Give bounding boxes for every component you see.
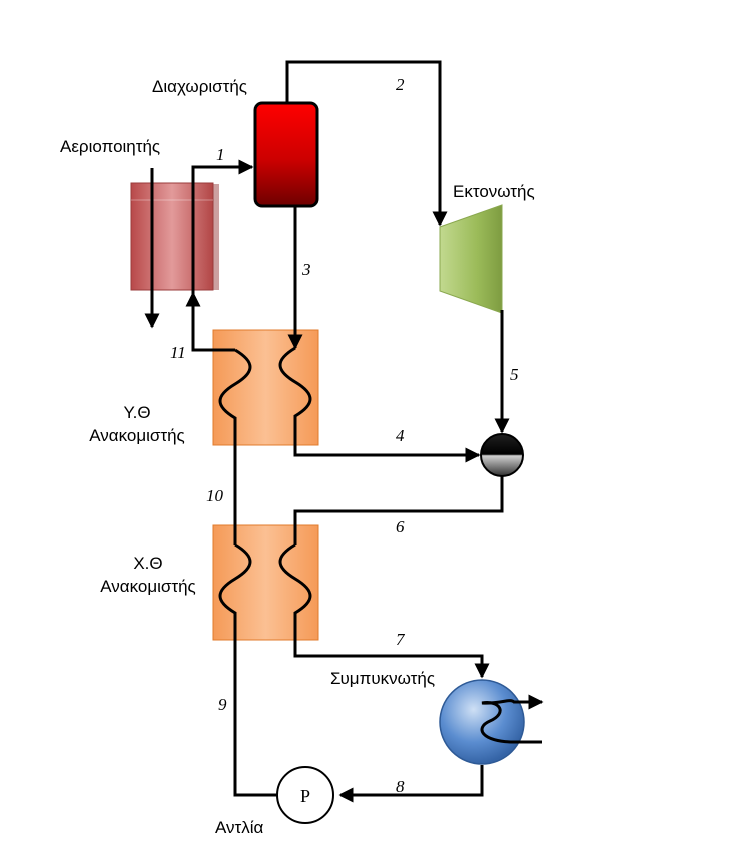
gasifier [130,182,219,291]
condenser-label: Συμπυκνωτής [330,669,435,688]
lt-recuperator-label-line2: Ανακομιστής [100,577,196,596]
condenser [439,679,544,765]
lt-recuperator-label-line1: Χ.Θ [133,554,162,573]
stream-number-1: 1 [216,145,225,164]
stream-7-pipe [293,625,490,679]
pump: P [276,766,334,824]
stream-1-pipe [191,159,254,300]
expander-label: Εκτονωτής [453,182,535,201]
stream-number-3: 3 [301,260,311,279]
stream-number-8: 8 [396,777,405,796]
expander [439,204,503,314]
stream-number-9: 9 [218,695,227,714]
stream-11-pipe [185,291,235,352]
stream-number-2: 2 [396,75,405,94]
lt-recuperator-coil-hot [278,543,312,625]
separator [253,101,319,208]
condenser-coil [480,694,544,744]
stream-4-pipe [293,430,481,463]
stream-number-5: 5 [510,365,519,384]
stream-8-pipe [338,765,484,803]
stream-number-7: 7 [396,630,406,649]
ht-recuperator-label-line2: Ανακομιστής [89,426,185,445]
separator-label: Διαχωριστής [152,77,247,96]
ht-recuperator-label-line1: Υ.Θ [123,403,150,422]
pump-symbol: P [300,786,310,806]
stream-number-4: 4 [396,426,405,445]
gasifier-label: Αεριοποιητής [60,137,160,156]
stream-6-pipe [293,476,504,545]
pump-label: Αντλία [215,818,264,837]
ht-recuperator-coil-hot [278,346,312,430]
stream-9-pipe [233,625,280,797]
ht-recuperator-coil-cold [218,348,252,430]
stream-2-pipe [285,60,448,227]
stream-number-10: 10 [206,486,224,505]
lt-recuperator-coil-cold [218,543,252,625]
mixer [480,433,524,477]
stream-number-11: 11 [170,343,186,362]
stream-number-6: 6 [396,517,405,536]
